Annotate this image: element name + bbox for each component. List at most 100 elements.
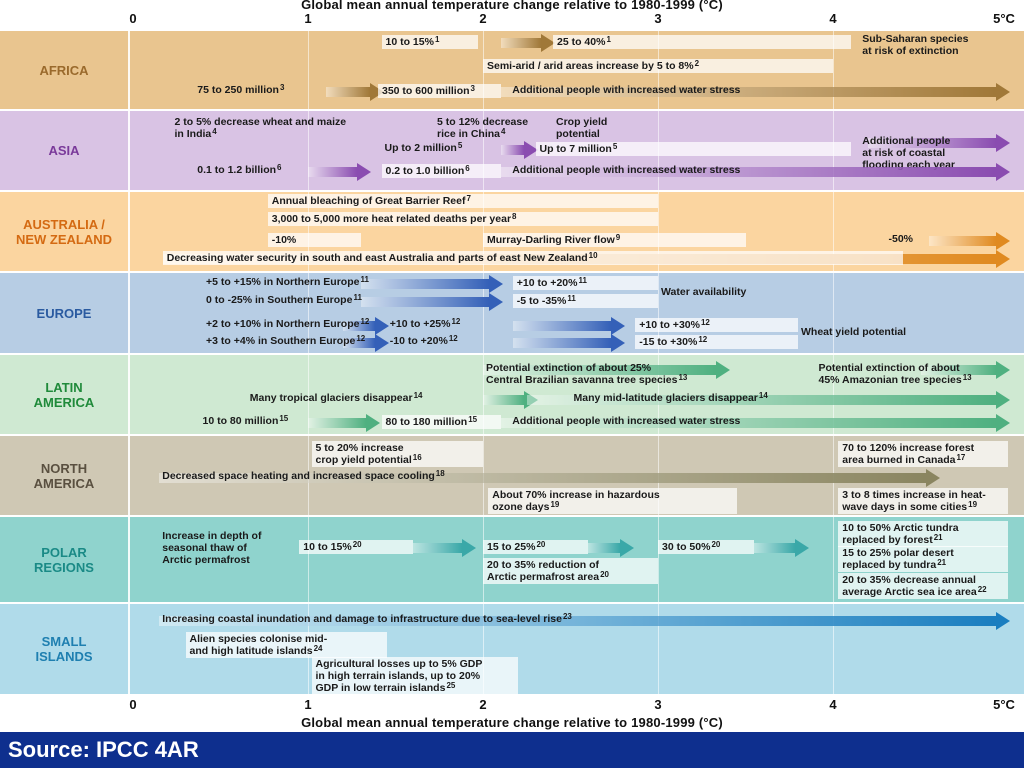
impact-text: Decreasing water security in south and e… bbox=[166, 252, 588, 264]
gridline-2 bbox=[483, 192, 484, 271]
footnote-ref: 12 bbox=[700, 318, 710, 327]
impact-text: Wheat yield potential bbox=[801, 326, 907, 338]
impact-text: 0 to -25% in Southern Europe bbox=[206, 294, 353, 306]
impact-label: Many mid-latitude glaciers disappear14 bbox=[571, 391, 771, 404]
bottom-tick-4: 4 bbox=[829, 697, 837, 712]
gridline-2 bbox=[483, 355, 484, 434]
footnote-ref: 1 bbox=[606, 35, 611, 44]
footnote-ref: 11 bbox=[578, 276, 587, 285]
impact-label: Crop yield potential bbox=[553, 116, 610, 140]
impact-text: -10% bbox=[271, 234, 297, 246]
impact-label: 0.2 to 1.0 billion6 bbox=[381, 164, 501, 178]
gridline-4 bbox=[833, 273, 834, 353]
impact-label: +5 to +15% in Northern Europe11 bbox=[203, 275, 372, 288]
impact-label: Up to 7 million5 bbox=[535, 142, 851, 156]
footnote-ref: 1 bbox=[434, 35, 440, 44]
label-divider bbox=[128, 604, 130, 694]
impact-label: +10 to +20%11 bbox=[512, 276, 658, 290]
impact-label: 15 to 25% polar desert replaced by tundr… bbox=[838, 546, 1008, 572]
impact-text: +2 to +10% in Northern Europe bbox=[206, 318, 360, 330]
impact-text: 15 to 25% bbox=[487, 541, 536, 553]
gridline-2 bbox=[483, 604, 484, 694]
impact-text: Many mid-latitude glaciers disappear bbox=[573, 392, 758, 404]
gridline-1 bbox=[308, 517, 309, 602]
top-tick-3: 3 bbox=[654, 11, 662, 26]
gridline-3 bbox=[658, 517, 659, 602]
bottom-tick-1: 1 bbox=[304, 697, 312, 712]
label-divider bbox=[128, 273, 130, 353]
impact-label: 5 to 20% increase crop yield potential16 bbox=[311, 441, 483, 467]
impact-text: Up to 2 million bbox=[384, 142, 457, 154]
impact-arrow bbox=[413, 539, 477, 557]
impact-text: -15 to +30% bbox=[639, 336, 698, 348]
bottom-tick-3: 3 bbox=[654, 697, 662, 712]
footnote-ref: 13 bbox=[962, 373, 972, 382]
impact-text: Murray-Darling River flow bbox=[487, 234, 615, 246]
impact-text: 30 to 50% bbox=[662, 541, 711, 553]
impact-text: +10 to +20% bbox=[516, 277, 578, 289]
impact-label: Annual bleaching of Great Barrier Reef7 bbox=[267, 194, 658, 208]
impact-arrow bbox=[159, 469, 940, 487]
footnote-ref: 17 bbox=[956, 453, 966, 462]
region-label-4: LATIN AMERICA bbox=[33, 379, 95, 410]
impact-text: Potential extinction of about 25% Centra… bbox=[486, 362, 678, 386]
impact-label: Agricultural losses up to 5% GDP in high… bbox=[311, 657, 518, 695]
impact-text: -50% bbox=[888, 233, 914, 245]
impact-text: Alien species colonise mid- and high lat… bbox=[189, 633, 328, 657]
footnote-ref: 12 bbox=[698, 335, 708, 344]
footnote-ref: 2 bbox=[694, 59, 700, 68]
footnote-ref: 3 bbox=[279, 83, 285, 92]
impact-text: Additional people with increased water s… bbox=[512, 164, 741, 176]
footnote-ref: 23 bbox=[562, 612, 572, 621]
footnote-ref: 6 bbox=[277, 163, 282, 172]
impact-arrow bbox=[325, 83, 384, 101]
impact-arrow bbox=[512, 334, 625, 352]
impact-arrow bbox=[754, 539, 809, 557]
footnote-ref: 6 bbox=[465, 164, 470, 173]
impact-text: 10 to 15% bbox=[385, 36, 434, 48]
impact-label: 70 to 120% increase forest area burned i… bbox=[838, 441, 1008, 467]
impact-arrow bbox=[588, 539, 634, 557]
label-divider bbox=[128, 111, 130, 190]
region-label-2: AUSTRALIA / NEW ZEALAND bbox=[15, 216, 113, 247]
impact-label: 0.1 to 1.2 billion6 bbox=[194, 163, 284, 176]
impact-label: 3 to 8 times increase in heat- wave days… bbox=[838, 488, 1008, 514]
label-divider bbox=[128, 517, 130, 602]
footnote-ref: 8 bbox=[512, 212, 517, 221]
bottom-tick-0: 0 bbox=[129, 697, 137, 712]
impact-label: Alien species colonise mid- and high lat… bbox=[185, 632, 387, 658]
footnote-ref: 11 bbox=[353, 293, 362, 302]
gridline-3 bbox=[658, 355, 659, 434]
impact-label: 20 to 35% reduction of Arctic permafrost… bbox=[483, 558, 658, 584]
footnote-ref: 12 bbox=[356, 334, 366, 343]
impact-text: Additional people with increased water s… bbox=[512, 84, 741, 96]
top-tick-5: 5°C bbox=[993, 11, 1015, 26]
impact-text: 3 to 8 times increase in heat- wave days… bbox=[842, 489, 986, 513]
impact-text: 80 to 180 million bbox=[385, 416, 468, 428]
impact-text: Potential extinction of about 45% Amazon… bbox=[818, 362, 962, 386]
impact-arrow bbox=[360, 293, 503, 311]
impact-text: Decreased space heating and increased sp… bbox=[162, 470, 435, 482]
impact-text: Increase in depth of seasonal thaw of Ar… bbox=[162, 530, 262, 566]
impact-text: Water availability bbox=[661, 286, 747, 298]
impact-label: Sub-Saharan species at risk of extinctio… bbox=[859, 33, 971, 57]
footnote-ref: 7 bbox=[466, 194, 471, 203]
impact-label: Potential extinction of about 45% Amazon… bbox=[816, 362, 975, 386]
impact-text: 5 to 12% decrease rice in China bbox=[437, 116, 529, 140]
impact-text: 20 to 35% reduction of Arctic permafrost… bbox=[487, 559, 600, 583]
label-divider bbox=[128, 192, 130, 271]
impact-label: 2 to 5% decrease wheat and maize in Indi… bbox=[172, 116, 350, 140]
impact-text: -5 to -35% bbox=[516, 295, 567, 307]
region-label-1: ASIA bbox=[48, 143, 80, 158]
impact-text: 3,000 to 5,000 more heat related deaths … bbox=[271, 213, 512, 225]
impact-label: Water availability bbox=[658, 286, 749, 298]
gridline-3 bbox=[658, 273, 659, 353]
impact-text: Increasing coastal inundation and damage… bbox=[162, 613, 562, 625]
impact-text: Agricultural losses up to 5% GDP in high… bbox=[315, 658, 483, 694]
gridline-1 bbox=[308, 31, 309, 109]
footnote-ref: 13 bbox=[678, 373, 688, 382]
impact-label: About 70% increase in hazardous ozone da… bbox=[488, 488, 737, 514]
footnote-ref: 20 bbox=[600, 570, 609, 579]
top-tick-1: 1 bbox=[304, 11, 312, 26]
impact-label: 5 to 12% decrease rice in China4 bbox=[434, 116, 531, 140]
